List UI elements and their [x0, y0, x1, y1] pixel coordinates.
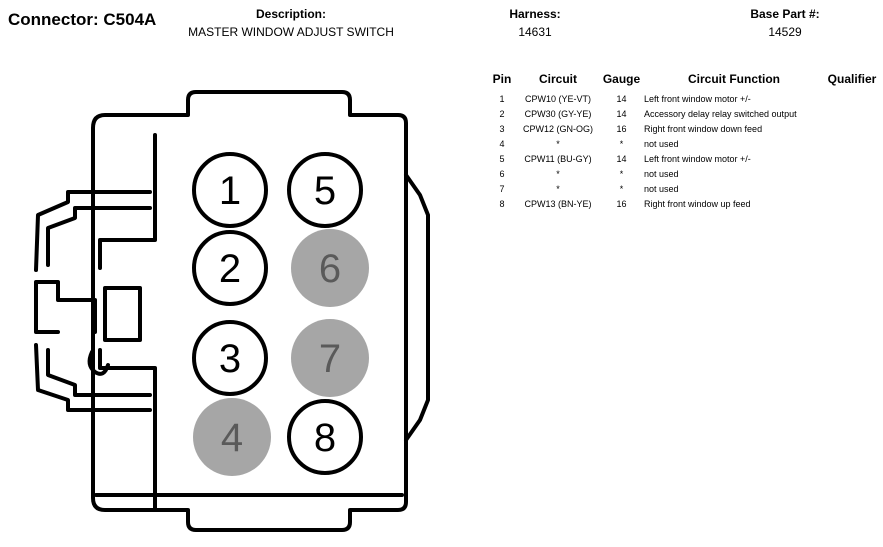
- connector-diagram: 1 2 3 4 5 6 7 8: [34, 90, 430, 532]
- gauge-cell: *: [619, 183, 624, 194]
- cavity-circle-unused: [291, 229, 369, 307]
- cavity-circle-unused: [193, 398, 271, 476]
- cavity-5: 5: [287, 152, 363, 228]
- circuit-cell: *: [556, 183, 560, 194]
- pin-cell: 7: [499, 183, 505, 194]
- cavity-2: 2: [192, 230, 268, 306]
- cavity-grid: 1 2 3 4 5 6 7 8: [192, 152, 369, 476]
- latch-lower-arm: [98, 348, 157, 512]
- table-row: 1 CPW10 (YE-VT) 14 Left front window motor …: [487, 91, 880, 106]
- cavity-7: 7: [291, 319, 369, 397]
- latch-hook: [87, 350, 110, 376]
- qualifier-cell: [824, 181, 880, 196]
- latch-lower-finger: [34, 343, 152, 412]
- gauge-cell: *: [619, 138, 624, 149]
- description-value: MASTER WINDOW ADJUST SWITCH: [188, 25, 394, 39]
- connector-side-lip: [404, 173, 430, 442]
- cavity-6: 6: [291, 229, 369, 307]
- pin-cell: 3: [499, 123, 505, 134]
- qualifier-cell: [824, 136, 880, 151]
- cavity-4: 4: [193, 398, 271, 476]
- base-part-value: 14529: [768, 25, 802, 39]
- connector-title: Connector: C504A: [8, 10, 157, 29]
- harness-value: 14631: [518, 25, 552, 39]
- table-header-row: Pin Circuit Gauge Circuit Function Quali…: [487, 72, 880, 91]
- pin-cell: 2: [499, 108, 505, 119]
- circuit-cell: CPW30 (GY-YE): [524, 108, 592, 119]
- latch-upper-finger: [34, 190, 152, 272]
- qualifier-cell: [824, 151, 880, 166]
- cavity-circle: [192, 320, 268, 396]
- cavity-1: 1: [192, 152, 268, 228]
- header-circuit: Circuit: [538, 72, 577, 86]
- cavity-number: 1: [219, 169, 241, 213]
- cavity-number: 6: [319, 247, 341, 291]
- cavity-number: 3: [219, 337, 241, 381]
- qualifier-cell: [824, 91, 880, 106]
- gauge-cell: 14: [616, 93, 627, 104]
- gauge-cell: 14: [616, 108, 627, 119]
- latch-lower-finger-2: [46, 348, 152, 397]
- connector-body-outline: [91, 90, 408, 532]
- pin-cell: 6: [499, 168, 505, 179]
- circuit-cell: CPW12 (GN-OG): [522, 123, 593, 134]
- pin-table: Pin Circuit Gauge Circuit Function Quali…: [487, 72, 880, 211]
- cavity-number: 8: [314, 416, 336, 460]
- function-cell: not used: [644, 183, 679, 194]
- qualifier-cell: [824, 196, 880, 211]
- header-circuit-function: Circuit Function: [688, 72, 780, 86]
- table-row: 8 CPW13 (BN-YE) 16 Right front window up fe…: [487, 196, 880, 211]
- table-row: 4 * * not used: [487, 136, 880, 151]
- function-cell: not used: [644, 168, 679, 179]
- pin-cell: 5: [499, 153, 505, 164]
- gauge-cell: *: [619, 168, 624, 179]
- cavity-number: 2: [219, 247, 241, 291]
- gauge-cell: 14: [616, 153, 627, 164]
- function-cell: Left front window motor +/-: [644, 93, 751, 104]
- function-cell: Accessory delay relay switched output: [644, 108, 797, 119]
- function-cell: Right front window up feed: [644, 198, 751, 209]
- function-cell: Right front window down feed: [644, 123, 763, 134]
- table-row: 6 * * not used: [487, 166, 880, 181]
- table-row: 5 CPW11 (BU-GY) 14 Left front window motor …: [487, 151, 880, 166]
- gauge-cell: 16: [616, 198, 627, 209]
- cavity-circle: [287, 399, 363, 475]
- latch-tab: [34, 280, 142, 342]
- circuit-cell: CPW13 (BN-YE): [524, 198, 592, 209]
- harness-label: Harness:: [509, 7, 561, 21]
- table-row: 7 * * not used: [487, 181, 880, 196]
- function-cell: not used: [644, 138, 679, 149]
- latch-upper-arm: [98, 133, 157, 270]
- header-gauge: Gauge: [602, 72, 641, 86]
- description-label: Description:: [255, 7, 326, 21]
- cavity-3: 3: [192, 320, 268, 396]
- pin-cell: 1: [499, 93, 505, 104]
- cavity-8: 8: [287, 399, 363, 475]
- pin-cell: 8: [499, 198, 505, 209]
- header-qualifier: Qualifier: [827, 72, 877, 86]
- cavity-circle: [192, 152, 268, 228]
- cavity-circle-unused: [291, 319, 369, 397]
- latch-upper-finger-2: [46, 206, 152, 267]
- base-part-label: Base Part #:: [750, 7, 820, 21]
- qualifier-cell: [824, 106, 880, 121]
- cavity-circle: [192, 230, 268, 306]
- cavity-number: 7: [319, 337, 341, 381]
- gauge-cell: 16: [616, 123, 627, 134]
- cavity-circle: [287, 152, 363, 228]
- pin-cell: 4: [499, 138, 505, 149]
- circuit-cell: *: [556, 138, 560, 149]
- circuit-cell: CPW10 (YE-VT): [524, 93, 591, 104]
- function-cell: Left front window motor +/-: [644, 153, 751, 164]
- qualifier-cell: [824, 121, 880, 136]
- cavity-number: 5: [314, 169, 336, 213]
- cavity-number: 4: [221, 416, 243, 460]
- table-row: 3 CPW12 (GN-OG) 16 Right front window down …: [487, 121, 880, 136]
- qualifier-cell: [824, 166, 880, 181]
- circuit-cell: *: [556, 168, 560, 179]
- header-pin: Pin: [492, 72, 512, 86]
- circuit-cell: CPW11 (BU-GY): [524, 153, 592, 164]
- table-row: 2 CPW30 (GY-YE) 14 Accessory delay relay sw…: [487, 106, 880, 121]
